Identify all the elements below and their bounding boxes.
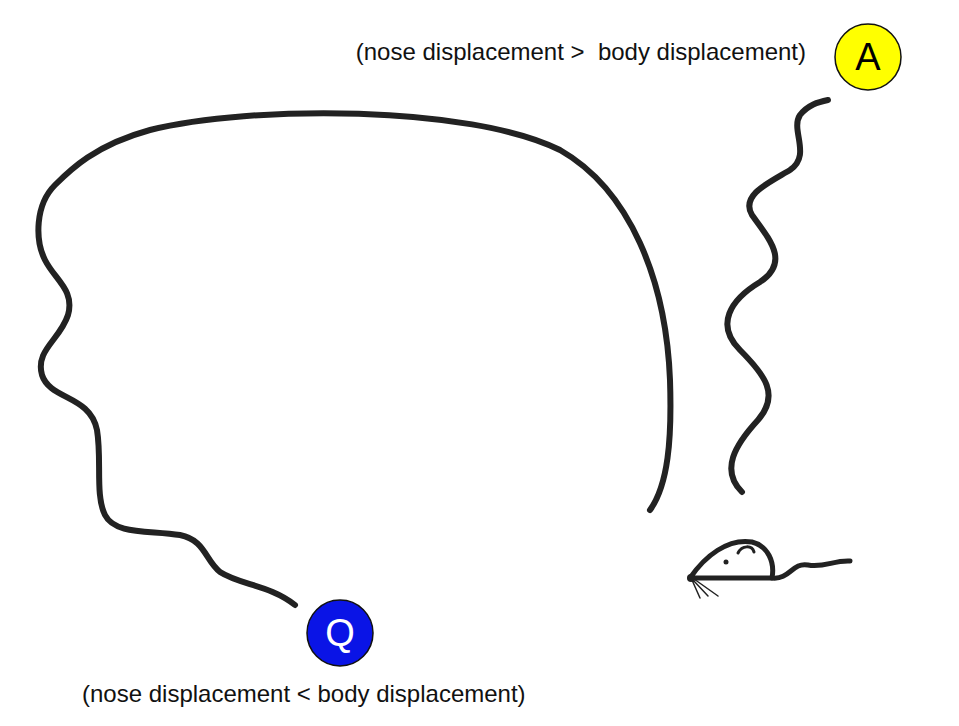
displacement-note: (nose displacement < body displacement) <box>82 680 526 709</box>
circle-letter: Q <box>325 614 355 652</box>
circle-text-wrap: A <box>833 22 903 92</box>
circle-letter: A <box>855 38 880 76</box>
circle-text-wrap: Q <box>305 598 375 668</box>
mouse-nose <box>687 574 695 582</box>
answer-circle: A <box>833 22 903 92</box>
displacement-note: (nose displacement > body displacement) <box>356 38 806 67</box>
long-path <box>38 113 670 605</box>
circle-shape <box>307 600 373 666</box>
question-circle: Q <box>305 598 375 668</box>
short-path <box>727 100 828 492</box>
mouse-eye <box>724 560 729 565</box>
mouse-figure <box>690 541 850 598</box>
circle-shape <box>835 24 901 90</box>
